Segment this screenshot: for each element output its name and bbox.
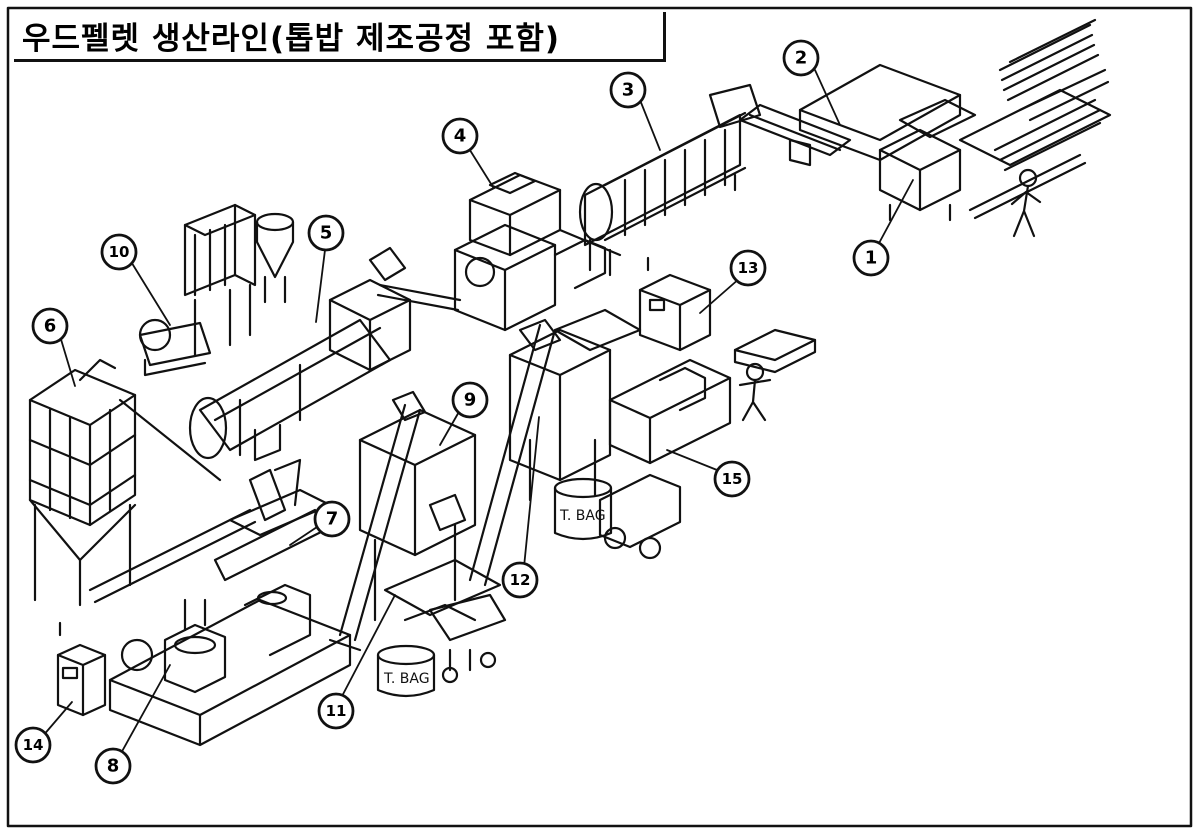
control-panel-14 [56, 621, 107, 717]
machine-5-rotary-dryer [188, 278, 412, 462]
machine-4-hammer-mill [453, 171, 622, 332]
worker-figure-bags [733, 328, 817, 422]
callout-6: 6 [44, 316, 57, 337]
machine-15-bagger [598, 358, 732, 560]
packing-hopper [428, 593, 507, 684]
callout-13: 13 [738, 259, 759, 277]
callout-12: 12 [510, 571, 531, 589]
machine-3-rotary-screen [578, 83, 762, 277]
machine-1-chipper [878, 88, 1112, 222]
machine-10-fan [138, 318, 212, 377]
callout-5-circle [307, 214, 345, 252]
storage-bin [508, 328, 612, 502]
callout-5: 5 [320, 223, 333, 244]
conveyor-4-5 [368, 246, 462, 312]
callout-4-circle [441, 117, 479, 155]
screw-conveyor-6-7 [88, 508, 257, 604]
callout-10: 10 [109, 243, 130, 261]
callout-9-circle [451, 381, 489, 419]
callout-7: 7 [326, 509, 339, 530]
callout-2: 2 [795, 48, 808, 69]
callout-15: 15 [722, 470, 743, 488]
log-pile [993, 18, 1110, 172]
page-title: 우드펠렛 생산라인(톱밥 제조공정 포함) [22, 21, 561, 57]
callout-8: 8 [107, 756, 120, 777]
machine-9-cooler [358, 408, 477, 622]
tbag-1 [376, 644, 436, 698]
machine-7-feeder [213, 458, 332, 582]
callout-12-circle [501, 561, 539, 599]
callout-3: 3 [622, 80, 635, 101]
callout-11-circle [317, 692, 355, 730]
callout-1-circle [852, 239, 890, 277]
outer-frame [6, 6, 1193, 828]
cyclone [255, 212, 295, 304]
pipe-dryer-silo [118, 398, 222, 482]
callout-14-circle [14, 726, 52, 764]
elevator-12 [468, 308, 642, 587]
machine-2-hopper [738, 63, 962, 167]
tbag-2 [553, 477, 613, 541]
tbag-label-1: T. BAG [383, 671, 430, 687]
callout-10-circle [100, 233, 138, 271]
vibrating-screen [383, 558, 502, 622]
bag-filter [183, 203, 257, 357]
control-panel-13 [638, 256, 712, 352]
machine-6-silo [28, 358, 137, 607]
callout-8-circle [94, 747, 132, 785]
callout-6-circle [31, 307, 69, 345]
callout-14: 14 [23, 736, 44, 754]
callout-13-circle [729, 249, 767, 287]
worker-figure-right [1010, 168, 1042, 238]
callout-7-circle [313, 500, 351, 538]
callout-3-circle [609, 71, 647, 109]
callout-9: 9 [464, 390, 477, 411]
machine-8-pellet-mill [108, 583, 352, 747]
callout-1: 1 [865, 248, 878, 269]
title-box: 우드펠렛 생산라인(톱밥 제조공정 포함) [14, 12, 666, 62]
bucket-elevator-11 [328, 390, 427, 652]
leader-lines [41, 69, 914, 756]
callout-15-circle [713, 460, 751, 498]
callout-2-circle [782, 39, 820, 77]
callout-4: 4 [454, 126, 467, 147]
tbag-label-2: T. BAG [559, 508, 606, 524]
callout-11: 11 [326, 702, 347, 720]
